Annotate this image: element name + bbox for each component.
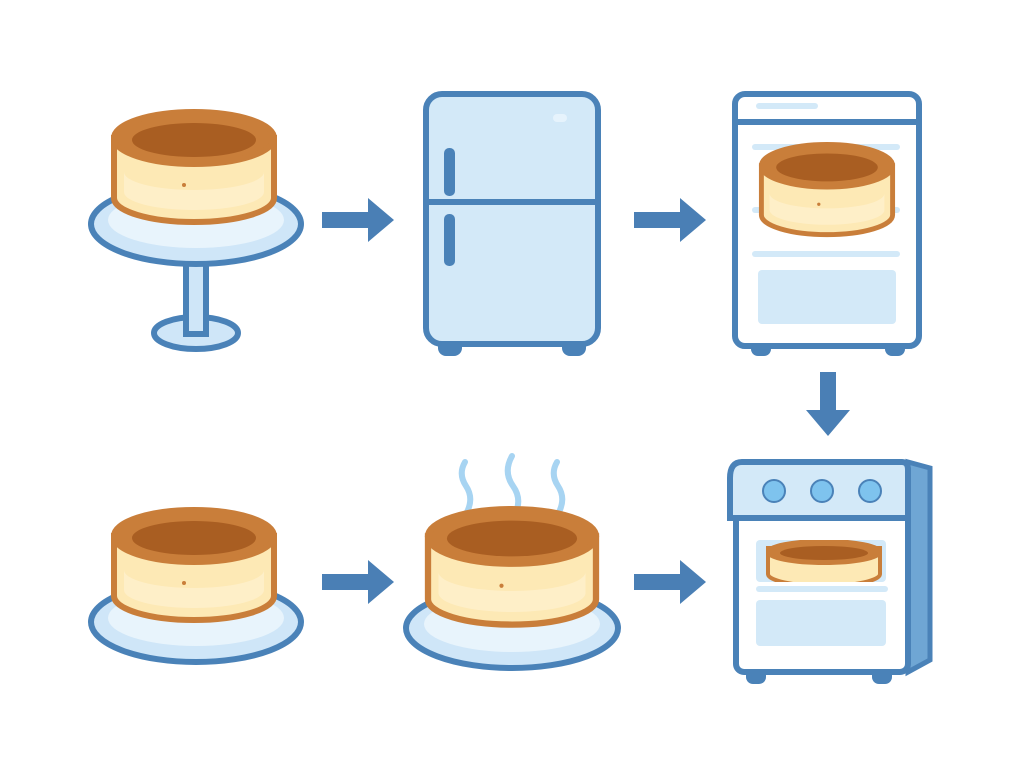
oven-knob-1	[762, 479, 786, 503]
refrigerator-icon	[423, 91, 601, 356]
warming-drawer-icon	[732, 91, 922, 356]
arrow-right-2	[634, 198, 706, 242]
cake-stand-icon	[88, 112, 304, 352]
fridge-handle	[444, 214, 455, 266]
arrow-right-1	[322, 198, 394, 242]
oven-knob-3	[858, 479, 882, 503]
oven-knob-2	[810, 479, 834, 503]
arrow-right-3	[634, 560, 706, 604]
cake-plate-icon	[88, 510, 304, 665]
steaming-cake-icon	[403, 453, 621, 671]
cake-on-stand	[114, 112, 274, 222]
oven-icon	[727, 458, 933, 684]
cake-in-drawer	[761, 144, 892, 234]
warm-cake	[428, 509, 596, 624]
arrow-right-4	[322, 560, 394, 604]
cake-on-plate	[114, 510, 274, 620]
freezer-handle	[444, 148, 455, 196]
arrow-down	[806, 372, 850, 436]
